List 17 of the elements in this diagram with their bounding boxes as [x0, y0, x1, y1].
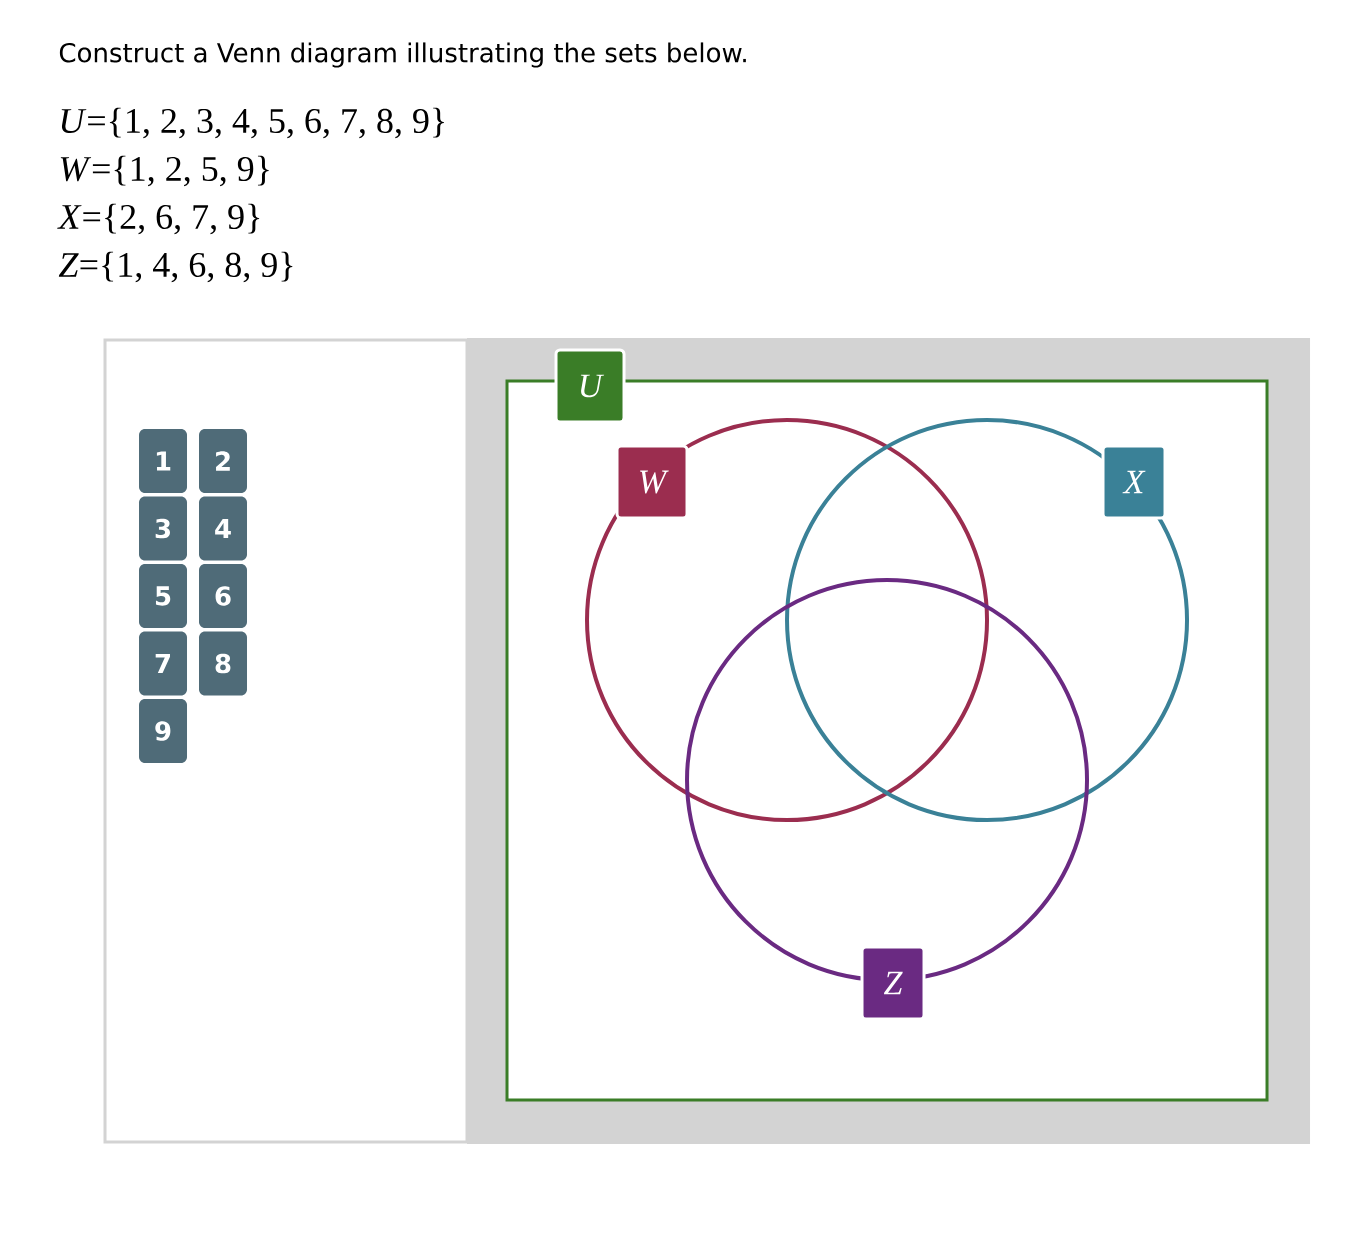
set-definition: X={2, 6, 7, 9}	[57, 203, 260, 235]
set-label-tag: X	[1101, 444, 1167, 520]
number-tile: 6	[199, 564, 247, 628]
set-definition: W={1, 2, 5, 9}	[60, 155, 269, 187]
heading: Construct a Venn diagram illustrating the sets below.	[59, 42, 746, 68]
number-tile: 4	[199, 496, 247, 561]
number-tile: 5	[139, 564, 187, 628]
set-label-tag: W	[615, 444, 689, 520]
number-tile: 1	[139, 429, 187, 493]
number-tile: 7	[139, 631, 187, 696]
number-tile: 8	[199, 631, 247, 696]
number-tile: 3	[139, 496, 187, 561]
set-label-tag: Z	[860, 945, 926, 1021]
set-definition: U={1, 2, 3, 4, 5, 6, 7, 8, 9}	[61, 107, 444, 139]
set-definition: Z={1, 4, 6, 8, 9}	[58, 251, 293, 283]
number-tile: 9	[139, 699, 187, 763]
number-tile: 2	[199, 429, 247, 493]
